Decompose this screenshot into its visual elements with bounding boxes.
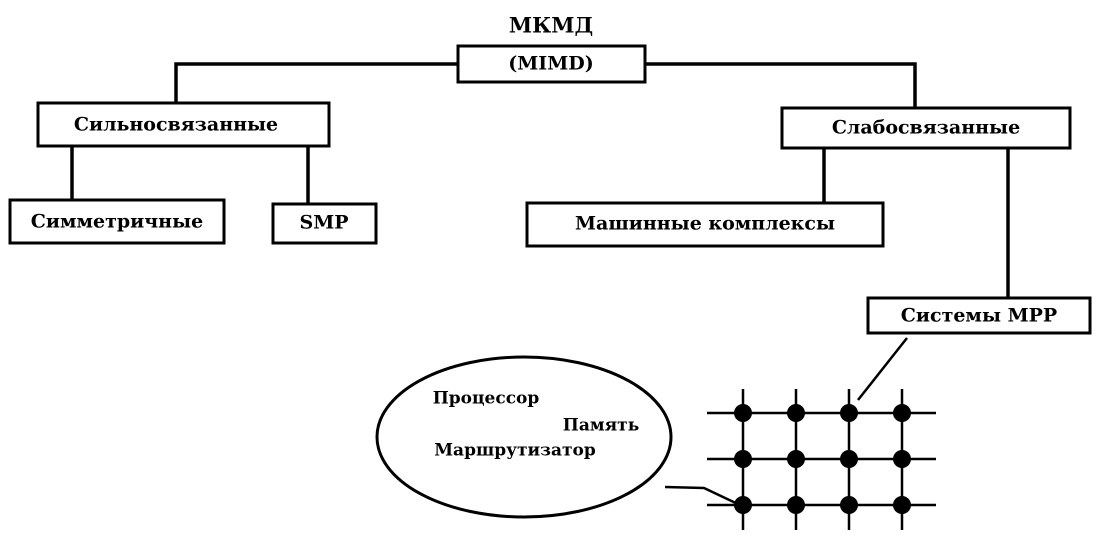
mesh-node — [734, 404, 752, 422]
mesh-node — [840, 404, 858, 422]
smp-label: SMP — [299, 211, 349, 234]
mpp-mesh-grid — [707, 389, 936, 530]
leader-line-node-to-mesh — [664, 485, 743, 508]
tightly-coupled-box — [36, 101, 331, 148]
root-title: МКМД — [508, 12, 594, 38]
symmetric-box — [8, 198, 226, 245]
mesh-node — [893, 496, 911, 514]
memory-label: Память — [562, 415, 640, 436]
mesh-node — [787, 404, 805, 422]
mesh-node — [734, 496, 752, 514]
mesh-node — [840, 496, 858, 514]
symmetric-label: Симметричные — [30, 210, 204, 233]
tightly-coupled-label: Сильносвязанные — [73, 113, 279, 136]
mpp-label: Системы MPP — [900, 304, 1058, 327]
clusters-label: Машинные комплексы — [574, 212, 836, 235]
root-label: (MIMD) — [508, 52, 594, 75]
connector-root-to-loosely-coupled — [643, 62, 917, 110]
mesh-node — [840, 450, 858, 468]
clusters-box — [525, 201, 885, 248]
node-detail-ellipse — [375, 355, 673, 519]
leader-line-mpp-to-mesh — [857, 337, 908, 401]
mpp-box — [866, 296, 1092, 335]
root-box — [456, 44, 647, 84]
loosely-coupled-box — [780, 106, 1072, 150]
smp-box — [271, 202, 378, 245]
connector-root-to-tightly-coupled — [174, 62, 460, 105]
loosely-coupled-label: Слабосвязанные — [831, 116, 1021, 139]
processor-label: Процессор — [432, 388, 540, 409]
mesh-node — [893, 404, 911, 422]
mesh-node — [787, 450, 805, 468]
mesh-node — [893, 450, 911, 468]
router-label: Маршрутизатор — [434, 440, 596, 461]
mesh-node — [787, 496, 805, 514]
mesh-node — [734, 450, 752, 468]
